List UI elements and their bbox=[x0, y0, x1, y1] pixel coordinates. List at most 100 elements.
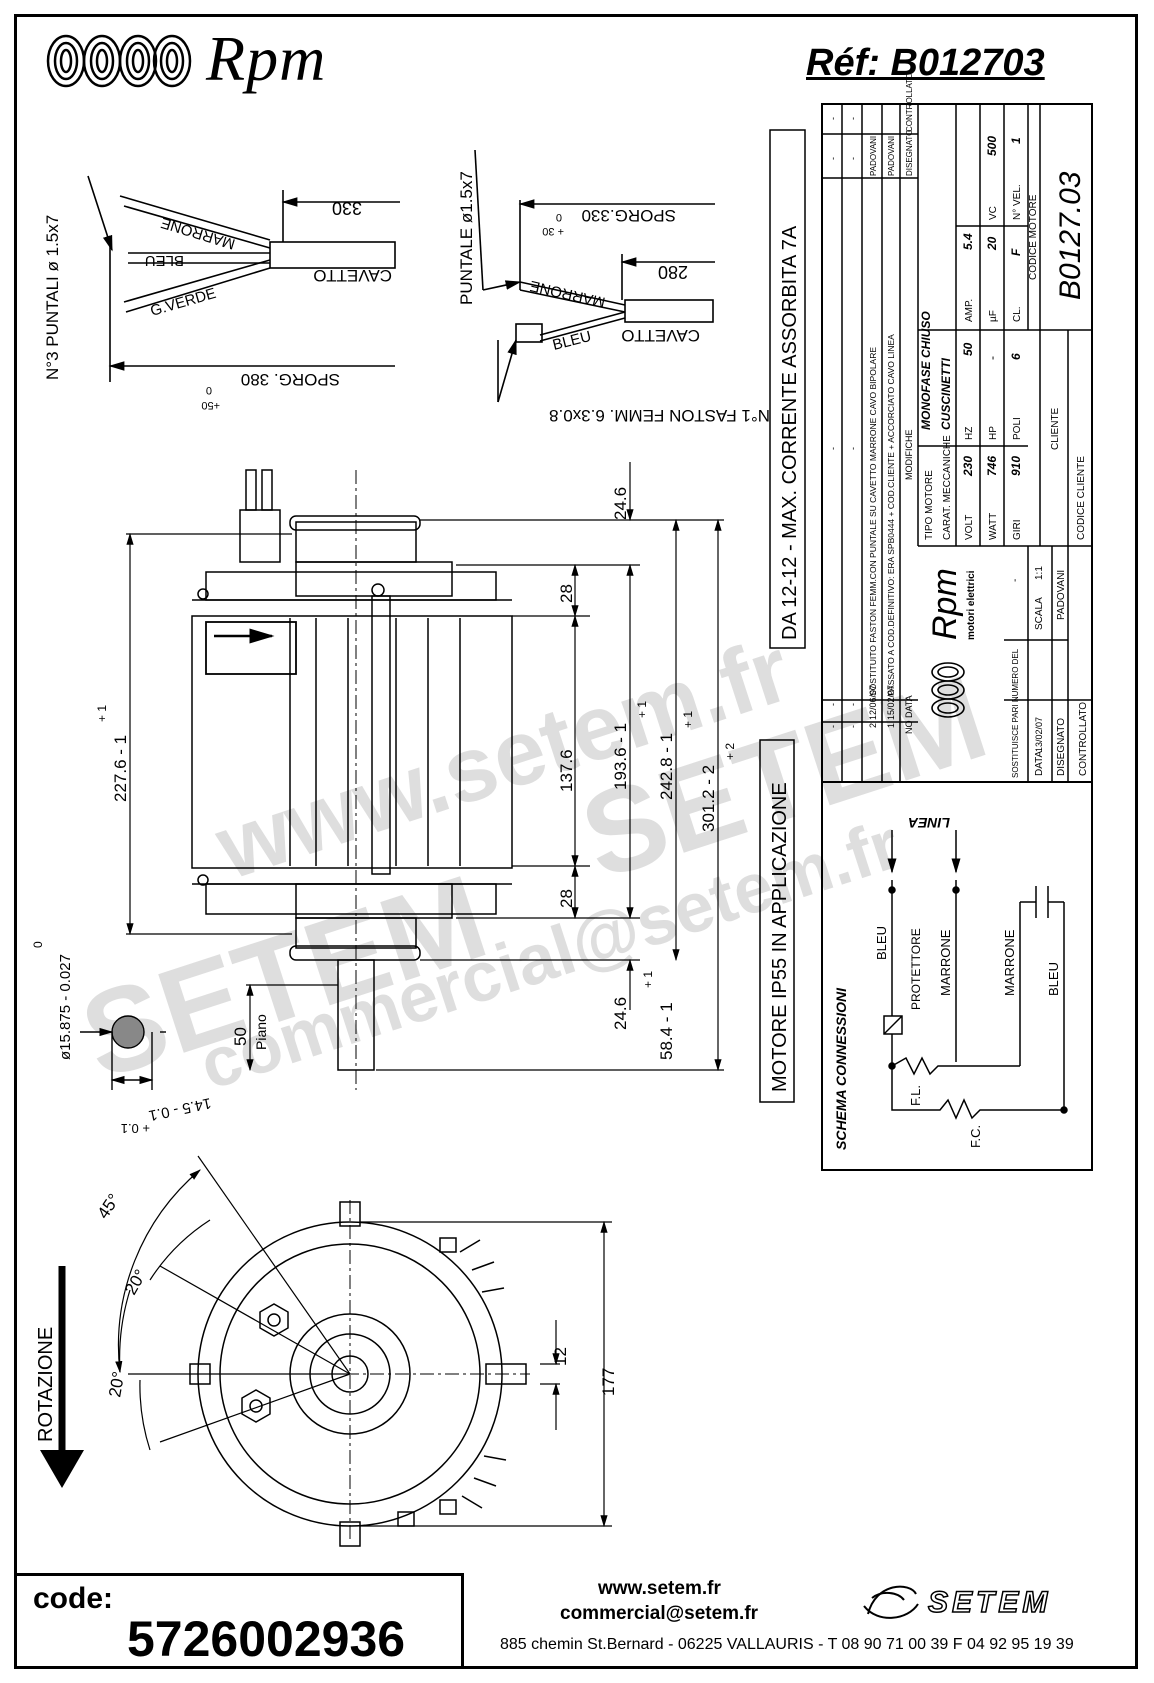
dim-301-tol: + 2 bbox=[723, 743, 737, 760]
left-cable-labels: N°3 PUNTALI ø 1.5x7 330 MARRONE BLEU CAV… bbox=[43, 198, 392, 411]
rev3-no: 1 bbox=[886, 723, 896, 728]
schema-linea: LINEA bbox=[908, 815, 950, 831]
rev2-drawn: PADOVANI bbox=[869, 136, 878, 176]
codice-motore-value: B0127.03 bbox=[1054, 171, 1087, 300]
right-sporg-label: SPORG.330 bbox=[582, 206, 677, 225]
rev-hdr-controllato: CONTROLLATO bbox=[905, 73, 914, 132]
dim-227-tol: + 1 bbox=[95, 705, 109, 722]
controllato-label: CONTROLLATO bbox=[1078, 702, 1089, 776]
rev0-desc: - bbox=[828, 447, 838, 450]
front-view-dimensions bbox=[115, 1155, 612, 1528]
vertical-notes: DA 12-12 - MAX. CORRENTE ASSORBITA 7A MO… bbox=[759, 129, 806, 1103]
right-len-280: 280 bbox=[658, 262, 688, 282]
left-cable-detail bbox=[87, 175, 400, 382]
dim-242-tol: + 1 bbox=[681, 711, 695, 728]
vc-value: 500 bbox=[985, 136, 999, 156]
dim-193-6: 193.6 - 1 bbox=[611, 723, 630, 790]
side-view-dimensions bbox=[126, 462, 724, 1072]
dim-shaft-tol: 0 bbox=[31, 941, 45, 948]
title-block-logo: Rpm motori elettrici bbox=[926, 568, 977, 718]
dim-177: 177 bbox=[599, 1368, 618, 1396]
motor-spec-fields: TIPO MOTORE MONOFASE CHIUSO CARAT. MECCA… bbox=[919, 136, 1089, 778]
uf-value: 20 bbox=[985, 236, 999, 251]
dim-28-bot: 28 bbox=[557, 889, 576, 908]
rev1-date: - bbox=[848, 703, 858, 706]
dim-50: 50 bbox=[231, 1027, 250, 1046]
volt-value: 230 bbox=[961, 456, 975, 477]
drawing-sheet bbox=[14, 14, 1138, 1669]
left-bleu-label: BLEU bbox=[145, 252, 184, 269]
watt-value: 746 bbox=[985, 456, 999, 476]
rev1-drawn: - bbox=[848, 157, 858, 160]
footer-website[interactable]: www.setem.fr bbox=[598, 1578, 721, 1599]
rev-hdr-disegnato: DISEGNATO bbox=[905, 130, 914, 176]
rev1-desc: - bbox=[848, 447, 858, 450]
dim-20-deg-b: 20° bbox=[105, 1370, 128, 1399]
schema-marrone-1: MARRONE bbox=[938, 929, 953, 996]
watermark-layer: www.setem.fr SETEM SETEM commercial@sete… bbox=[67, 618, 1002, 1105]
dim-137-6: 137.6 bbox=[557, 749, 576, 792]
left-sporg-tol-high: +50 bbox=[201, 399, 220, 411]
carat-label: CARAT. MECCANICHE bbox=[942, 435, 953, 540]
right-spec-label: PUNTALE ø1.5x7 bbox=[457, 171, 476, 305]
cl-label: CL. bbox=[1012, 306, 1023, 322]
dim-242-8: 242.8 - 1 bbox=[657, 733, 676, 800]
data-value: 13/02/07 bbox=[1034, 717, 1044, 752]
note-current: DA 12-12 - MAX. CORRENTE ASSORBITA 7A bbox=[779, 225, 801, 640]
schema-fl: F.L. bbox=[908, 1085, 923, 1106]
vc-label: VC bbox=[988, 206, 999, 220]
cliente-label: CLIENTE bbox=[1050, 407, 1061, 450]
rev2-date: 12/06/07 bbox=[868, 685, 878, 720]
watt-label: WATT bbox=[988, 513, 999, 540]
schema-protettore: PROTETTORE bbox=[909, 928, 923, 1010]
left-len-330: 330 bbox=[332, 198, 362, 218]
rev3-date: 15/02/07 bbox=[886, 685, 896, 720]
dim-14-5-tol: + 0.1 bbox=[121, 1121, 150, 1136]
rev0-date: - bbox=[828, 703, 838, 706]
hz-value: 50 bbox=[961, 342, 975, 356]
revision-table: - - - - - - - - - - 2 12/06/07 SOSTITUIT… bbox=[828, 73, 914, 734]
schema-fc: F.C. bbox=[968, 1125, 983, 1148]
right-bleu-label: BLEU bbox=[551, 328, 593, 354]
giri-value: 910 bbox=[1009, 456, 1023, 476]
footer-email[interactable]: commercial@setem.fr bbox=[560, 1603, 759, 1624]
schema-title: SCHEMA CONNESSIONI bbox=[833, 987, 849, 1150]
dim-193-tol: + 1 bbox=[635, 701, 649, 718]
left-spec-label: N°3 PUNTALI ø 1.5x7 bbox=[43, 215, 62, 380]
rev1-checked: - bbox=[848, 117, 858, 120]
dim-12: 12 bbox=[551, 1347, 570, 1366]
rotation-label: ROTAZIONE bbox=[35, 1327, 57, 1442]
poli-label: POLI bbox=[1012, 417, 1023, 440]
setem-logo-text: SETEM bbox=[928, 1586, 1051, 1619]
note-ip55: MOTORE IP55 IN APPLICAZIONE bbox=[769, 782, 791, 1092]
rpm-coil-logo bbox=[46, 34, 192, 88]
footer-address: 885 chemin St.Bernard - 06225 VALLAURIS … bbox=[500, 1636, 1074, 1653]
nvel-label: N° VEL. bbox=[1012, 184, 1023, 220]
setem-logo: SETEM bbox=[863, 1585, 1051, 1620]
tipo-motore-value: MONOFASE CHIUSO bbox=[919, 311, 933, 430]
right-sporg-tol-high: + 30 bbox=[542, 225, 564, 237]
codice-motore-label: CODICE MOTORE bbox=[1028, 194, 1039, 280]
rev1-no: - bbox=[848, 725, 858, 728]
hz-label: HZ bbox=[964, 427, 975, 440]
right-faston-label: N°1 FASTON FEMM. 6.3x0.8 bbox=[549, 406, 770, 425]
dim-45-deg: 45° bbox=[94, 1190, 124, 1222]
disegnato-label: DISEGNATO bbox=[1056, 718, 1067, 776]
left-sporg-label: SPORG. 380 bbox=[241, 370, 340, 389]
dim-58-tol: + 1 bbox=[641, 971, 655, 988]
hp-label: HP bbox=[988, 426, 999, 440]
rotation-arrow: ROTAZIONE bbox=[35, 1266, 84, 1488]
title-block-brand-sub: motori elettrici bbox=[966, 570, 977, 640]
hp-value: - bbox=[985, 356, 999, 360]
dim-24-6-bot: 24.6 bbox=[611, 997, 630, 1030]
volt-label: VOLT bbox=[964, 515, 975, 540]
left-gverde-label: G.VERDE bbox=[148, 285, 218, 320]
dim-301-2: 301.2 - 2 bbox=[699, 765, 718, 832]
amp-label: AMP. bbox=[964, 299, 975, 322]
dim-shaft-diameter: ø15.875 - 0.027 bbox=[57, 954, 74, 1060]
dim-14-5: 14.5 - 0.1 bbox=[147, 1094, 213, 1124]
sostituisce-label: SOSTITUISCE PARI NUMERO DEL bbox=[1011, 648, 1020, 778]
rev-hdr-data: DATA bbox=[904, 695, 914, 718]
code-label: code: bbox=[33, 1582, 114, 1615]
